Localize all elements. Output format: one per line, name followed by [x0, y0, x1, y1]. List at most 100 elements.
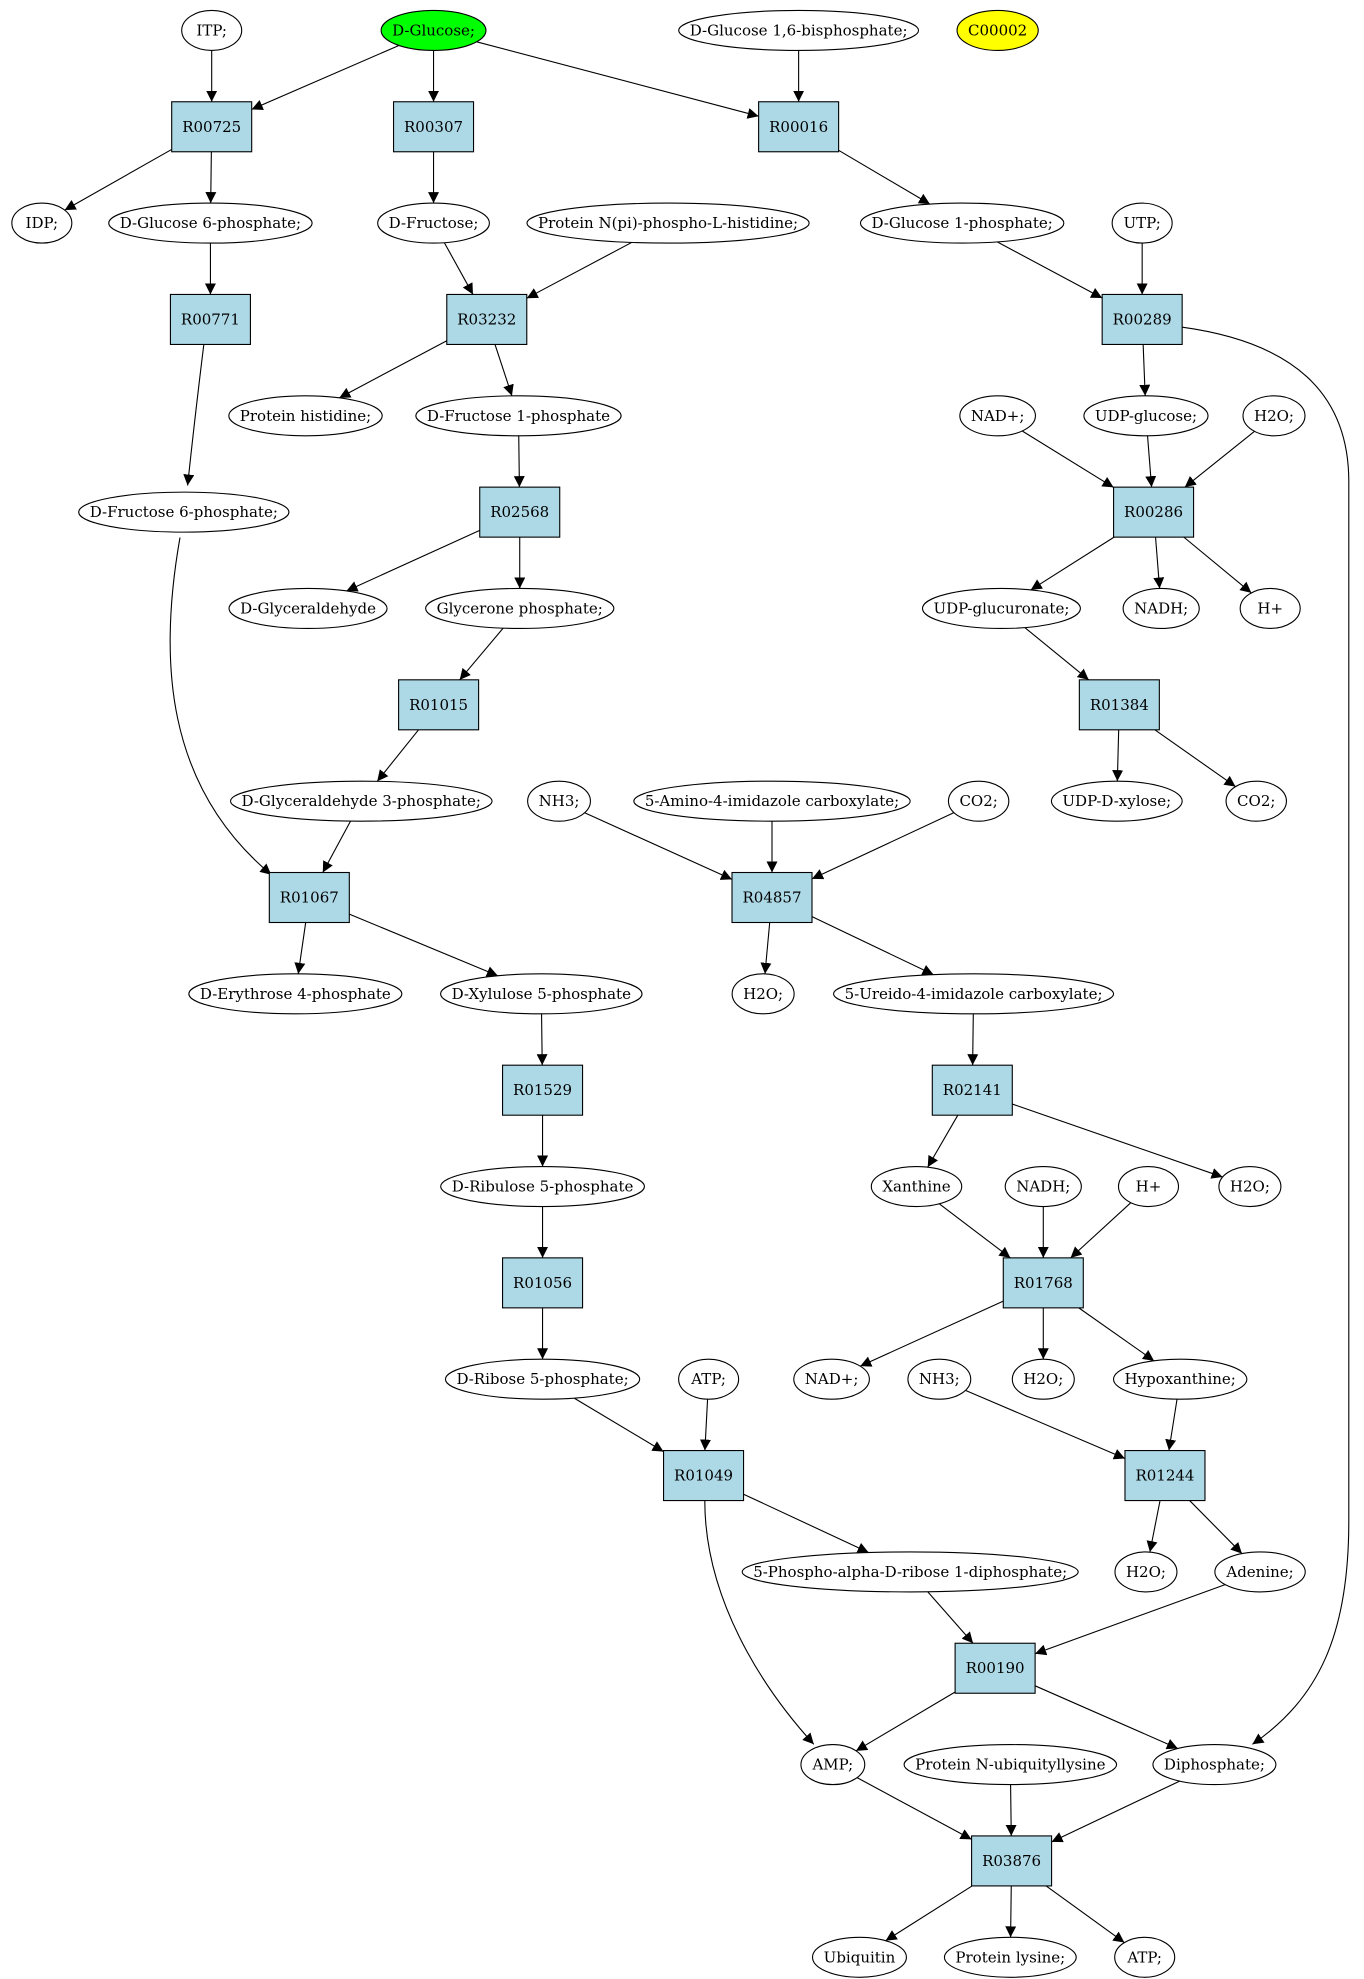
compound-node: Glycerone phosphate; — [425, 587, 615, 630]
edges-layer — [64, 41, 1350, 1943]
reaction-label: R02141 — [943, 1081, 1002, 1099]
compound-ellipse — [870, 1165, 963, 1208]
compound-ellipse — [1214, 1551, 1306, 1593]
compound-ellipse — [1114, 1936, 1176, 1978]
edge-arrow — [1184, 430, 1255, 488]
compound-ellipse — [1239, 587, 1301, 630]
reaction-node: R01056 — [502, 1257, 584, 1309]
edge-arrow — [927, 1114, 959, 1168]
compound-node: H2O; — [1242, 395, 1306, 437]
reaction-box — [392, 101, 475, 153]
reaction-box — [169, 293, 251, 345]
compound-label: C00002 — [968, 21, 1027, 39]
compound-node: Hypoxanthine; — [1112, 1358, 1248, 1400]
compound-label: 5-Ureido-4-imidazole carboxylate; — [845, 985, 1103, 1003]
reaction-box — [1078, 679, 1160, 731]
compound-label: Protein N-ubiquityllysine — [915, 1756, 1105, 1774]
compound-ellipse — [228, 395, 383, 437]
compound-label: CO2; — [959, 792, 997, 810]
compound-label: ATP; — [690, 1370, 726, 1388]
edge-arrow — [860, 1300, 1004, 1367]
reaction-node: R00016 — [758, 101, 840, 153]
compound-node: D-Glucose 6-phosphate; — [108, 202, 313, 244]
reaction-label: R01768 — [1014, 1274, 1073, 1292]
compound-ellipse — [731, 973, 795, 1015]
reaction-node: R01067 — [268, 871, 350, 924]
edge-arrow — [1139, 344, 1151, 396]
compound-node: ITP; — [181, 9, 243, 51]
compound-label: UDP-D-xylose; — [1062, 792, 1171, 810]
compound-node: ATP; — [678, 1358, 740, 1400]
compound-node: H2O; — [1011, 1358, 1075, 1400]
compound-node: D-Ribose 5-phosphate; — [444, 1358, 641, 1400]
compound-label: H+ — [1257, 599, 1283, 617]
reaction-node: R00771 — [169, 293, 251, 345]
edge-arrow — [1012, 1103, 1223, 1179]
edge-arrow — [1189, 1500, 1243, 1554]
reaction-node: R02568 — [479, 486, 561, 538]
compound-node: Protein N-ubiquityllysine — [903, 1744, 1118, 1786]
compound-node: Diphosphate; — [1152, 1744, 1277, 1786]
reaction-box — [1101, 293, 1183, 345]
compound-label: Protein N(pi)-phospho-L-histidine; — [538, 214, 798, 232]
reaction-label: R04857 — [742, 889, 801, 907]
edge-arrow — [322, 820, 352, 873]
compound-node: NAD+; — [793, 1358, 870, 1400]
edge-arrow — [838, 149, 931, 205]
compound-node: H+ — [1239, 587, 1301, 630]
compound-label: UDP-glucose; — [1095, 407, 1197, 425]
compound-label: 5-Phospho-alpha-D-ribose 1-diphosphate; — [753, 1563, 1067, 1581]
reaction-label: R01384 — [1090, 696, 1149, 714]
edge-arrow — [965, 1389, 1126, 1460]
compound-ellipse — [1114, 1551, 1178, 1593]
compound-ellipse — [230, 780, 493, 822]
edge-arrow — [459, 627, 504, 681]
reaction-node: R01529 — [502, 1064, 584, 1116]
edge-arrow — [1146, 1500, 1161, 1553]
compound-label: NH3; — [919, 1370, 960, 1388]
reaction-node: R01244 — [1124, 1450, 1206, 1502]
compound-node: AMP; — [800, 1744, 866, 1786]
compound-node: D-Glyceraldehyde 3-phosphate; — [230, 780, 493, 822]
compound-ellipse — [633, 780, 911, 822]
edge-arrow — [1030, 536, 1115, 591]
edge-arrow — [494, 344, 514, 397]
reaction-label: R03876 — [982, 1852, 1041, 1870]
compound-label: H2O; — [1254, 407, 1294, 425]
reaction-label: R03232 — [457, 310, 516, 328]
compound-node: H2O; — [1114, 1551, 1178, 1593]
edge-arrow — [1154, 729, 1236, 788]
reaction-label: R00307 — [404, 118, 463, 136]
edge-arrow — [169, 537, 272, 876]
reaction-label: R00771 — [181, 310, 240, 328]
compound-label: CO2; — [1237, 792, 1275, 810]
compound-label: Adenine; — [1225, 1563, 1293, 1581]
compound-ellipse — [380, 9, 487, 51]
reaction-node: R00289 — [1101, 293, 1183, 345]
compound-node: UDP-glucose; — [1083, 395, 1209, 437]
compound-node: IDP; — [11, 202, 73, 244]
compound-node: NADH; — [1004, 1165, 1082, 1208]
compound-label: AMP; — [811, 1756, 853, 1774]
compound-ellipse — [1004, 1165, 1082, 1208]
reaction-label: R02568 — [490, 503, 549, 521]
reaction-label: R01056 — [513, 1274, 572, 1292]
compound-ellipse — [78, 491, 290, 533]
edge-arrow — [349, 913, 499, 977]
reaction-box — [1124, 1450, 1206, 1502]
reaction-node: R00725 — [171, 101, 253, 153]
compound-node: Xanthine — [870, 1165, 963, 1208]
compound-node: Protein N(pi)-phospho-L-histidine; — [526, 202, 810, 244]
compound-node: Protein histidine; — [228, 395, 383, 437]
edge-arrow — [526, 241, 632, 299]
compound-ellipse — [678, 9, 920, 51]
reaction-box — [731, 871, 813, 924]
compound-node: Ubiquitin — [811, 1936, 907, 1978]
compound-label: D-Ribulose 5-phosphate — [452, 1178, 634, 1196]
compound-label: Protein histidine; — [240, 407, 371, 425]
compound-node: D-Xylulose 5-phosphate — [440, 973, 643, 1015]
compound-ellipse — [1112, 1358, 1248, 1400]
compound-ellipse — [11, 202, 73, 244]
compound-ellipse — [943, 1936, 1077, 1978]
reaction-box — [931, 1064, 1013, 1116]
